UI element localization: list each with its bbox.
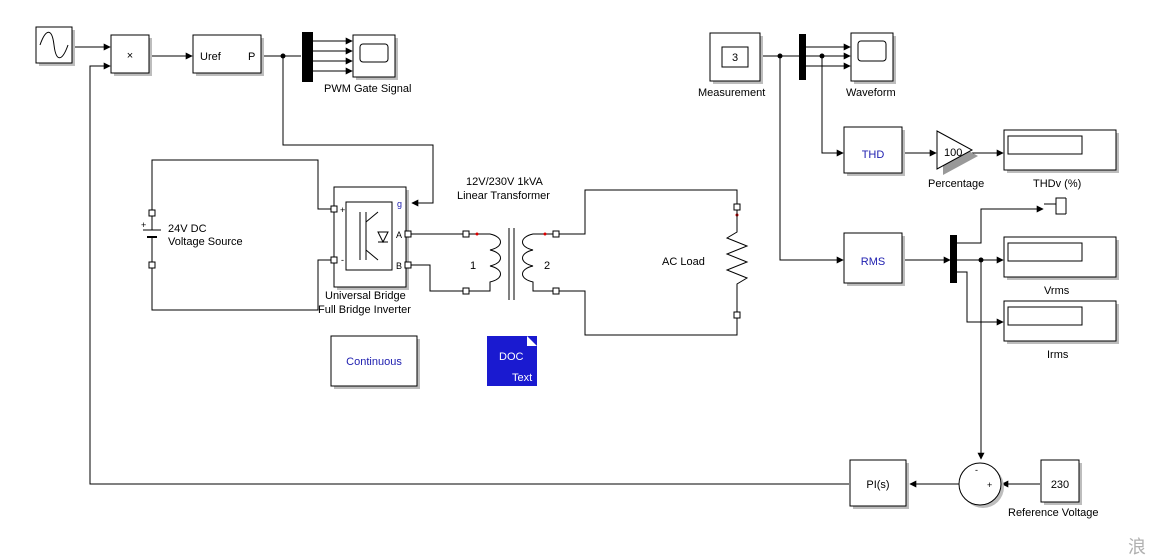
vrms-display-block[interactable]: Vrms xyxy=(1003,236,1119,297)
irms-display-block[interactable]: Irms xyxy=(1003,300,1119,361)
terminator-block[interactable] xyxy=(1044,197,1067,215)
pi-label: PI(s) xyxy=(866,479,889,491)
pwm-generator-block[interactable]: Uref P xyxy=(192,34,264,76)
wire-load-top xyxy=(557,189,738,235)
doc-label: DOC xyxy=(499,351,524,363)
reference-value: 230 xyxy=(1051,479,1069,491)
bridge-port-minus: - xyxy=(341,255,344,265)
vrms-display-label: Vrms xyxy=(1044,285,1070,297)
ac-load-block[interactable]: AC Load xyxy=(662,203,749,319)
thd-label: THD xyxy=(862,149,885,161)
wire-dc-minus xyxy=(151,259,334,311)
wire-pwm-to-gate xyxy=(282,56,434,207)
gain-value: 100 xyxy=(944,147,962,159)
pi-controller-block[interactable]: PI(s) xyxy=(849,459,909,509)
powergui-block[interactable]: Continuous xyxy=(330,335,420,389)
sine-wave-icon xyxy=(39,31,69,59)
thd-display-label: THDv (%) xyxy=(1033,178,1081,190)
rms-block[interactable]: RMS xyxy=(843,232,905,286)
resistor-icon xyxy=(725,210,749,312)
doc-text-block[interactable]: DOC Text xyxy=(487,336,537,386)
transformer-label-line1: 12V/230V 1kVA xyxy=(466,176,544,188)
irms-display-label: Irms xyxy=(1047,349,1069,361)
doc-text-label: Text xyxy=(512,372,532,384)
pwm-scope-block[interactable]: PWM Gate Signal xyxy=(324,34,411,95)
gain-label: Percentage xyxy=(928,178,984,190)
waveform-scope-block[interactable]: Waveform xyxy=(846,32,896,99)
igbt-icon xyxy=(345,201,393,271)
pwm-bus-creator[interactable] xyxy=(302,32,313,82)
sine-wave-block[interactable] xyxy=(35,26,75,66)
power-wires xyxy=(151,159,738,336)
scope-icon xyxy=(359,43,389,63)
ac-load-label: AC Load xyxy=(662,256,705,268)
wire-demux-to-irms xyxy=(957,271,1004,326)
bridge-port-g: g xyxy=(397,199,402,209)
thd-block[interactable]: THD xyxy=(843,126,905,176)
waveform-bus-selector[interactable] xyxy=(799,34,806,80)
wire-to-rms xyxy=(779,56,844,264)
watermark: 浪 xyxy=(1128,537,1146,557)
sum-plus-sign: + xyxy=(987,480,992,490)
primary-winding-icon xyxy=(469,233,501,292)
secondary-winding-icon xyxy=(522,233,553,292)
dc-label-line1: 24V DC xyxy=(168,223,207,235)
bridge-port-plus: + xyxy=(340,205,345,215)
reference-label: Reference Voltage xyxy=(1008,507,1099,519)
rms-label: RMS xyxy=(861,256,885,268)
product-symbol: × xyxy=(127,50,133,62)
winding-2-label: 2 xyxy=(544,260,550,272)
bridge-label-line1: Universal Bridge xyxy=(325,290,406,302)
dc-voltage-source[interactable]: + 24V DC Voltage Source xyxy=(141,209,243,269)
sum-block[interactable]: - + xyxy=(958,462,1004,508)
wire-to-thd xyxy=(821,56,844,157)
measurement-label: Measurement xyxy=(698,87,765,99)
wire-bridge-b xyxy=(408,264,466,292)
signal-wires xyxy=(73,37,1044,488)
wire-load-bottom xyxy=(557,290,738,336)
bridge-port-a: A xyxy=(396,230,402,240)
measurement-block[interactable]: 3 Measurement xyxy=(698,32,765,99)
product-block[interactable]: × xyxy=(110,34,152,76)
thd-display-block[interactable]: THDv (%) xyxy=(1003,129,1119,190)
wire-pi-to-product xyxy=(89,62,849,485)
bridge-label-line2: Full Bridge Inverter xyxy=(318,304,411,316)
rms-demux[interactable] xyxy=(950,235,957,283)
waveform-scope-label: Waveform xyxy=(846,87,896,99)
bridge-port-b: B xyxy=(396,261,402,271)
dc-label-line2: Voltage Source xyxy=(168,236,243,248)
universal-bridge-block[interactable]: + - g A B Universal Bridge Full Bridge I… xyxy=(318,186,412,316)
pwm-scope-label: PWM Gate Signal xyxy=(324,83,411,95)
winding-1-label: 1 xyxy=(470,260,476,272)
scope-icon xyxy=(857,40,887,62)
pwm-p-label: P xyxy=(248,51,255,63)
powergui-label: Continuous xyxy=(346,356,402,368)
reference-voltage-block[interactable]: 230 Reference Voltage xyxy=(1008,459,1099,519)
pwm-uref-label: Uref xyxy=(200,51,222,63)
transformer-label-line2: Linear Transformer xyxy=(457,190,550,202)
measurement-value: 3 xyxy=(732,52,738,64)
dc-plus-sign: + xyxy=(141,220,146,230)
linear-transformer-block[interactable]: 12V/230V 1kVA Linear Transformer 1 2 xyxy=(457,176,560,300)
wire-demux-to-terminator xyxy=(957,205,1044,244)
sum-minus-sign: - xyxy=(975,465,978,475)
gain-block[interactable]: 100 Percentage xyxy=(928,130,984,190)
wire-dc-plus xyxy=(151,159,334,212)
